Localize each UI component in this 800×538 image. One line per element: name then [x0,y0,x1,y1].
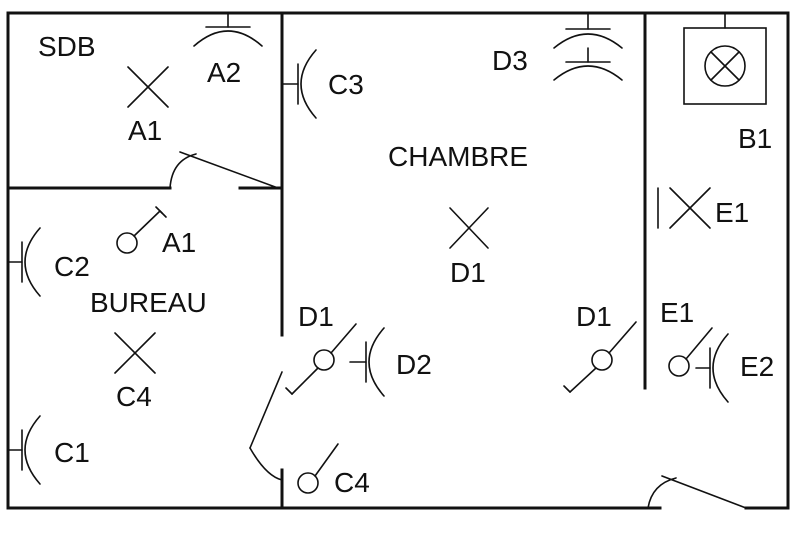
socket-c3-icon [281,49,317,119]
switch-d1-left-icon [285,323,357,395]
door-bureau-chambre [249,371,283,481]
room-name-chambre: CHAMBRE [388,141,528,172]
socket-a2-icon [193,12,263,47]
label-a1-sdb: A1 [128,115,162,146]
label-b1: B1 [738,123,772,154]
socket-c1-icon [7,415,41,485]
light-point-c4-icon [114,332,156,374]
room-name-sdb: SDB [38,31,96,62]
label-a1-bureau: A1 [162,227,196,258]
label-d1-switch-left: D1 [298,301,334,332]
socket-d3-icon [553,12,623,81]
door-sdb [169,151,279,189]
label-d3: D3 [492,45,528,76]
switch-c4-icon [297,443,339,494]
switch-e1-icon [668,327,713,377]
label-c1: C1 [54,437,90,468]
label-c4-switch: C4 [334,467,370,498]
light-point-a1-icon [127,66,169,108]
socket-d2-icon [349,327,385,397]
doors [169,151,747,509]
light-point-d1-icon [449,207,489,249]
label-e2: E2 [740,351,774,382]
walls [6,11,790,510]
socket-c2-icon [7,227,41,297]
door-entrance [647,475,747,509]
switch-d1-right-icon [563,321,637,393]
outer-wall [6,11,790,510]
label-d2: D2 [396,349,432,380]
socket-e2-icon [695,333,729,403]
label-e1-switch: E1 [660,297,694,328]
room-name-bureau: BUREAU [90,287,207,318]
label-d1-switch-right: D1 [576,301,612,332]
label-d1-light: D1 [450,257,486,288]
label-e1-light: E1 [715,197,749,228]
label-c3: C3 [328,69,364,100]
ceiling-light-b1-icon [683,12,767,105]
switch-a1-icon [116,206,167,254]
label-c2: C2 [54,251,90,282]
label-a2: A2 [207,57,241,88]
label-c4-light: C4 [116,381,152,412]
wall-light-e1-icon [657,187,711,229]
